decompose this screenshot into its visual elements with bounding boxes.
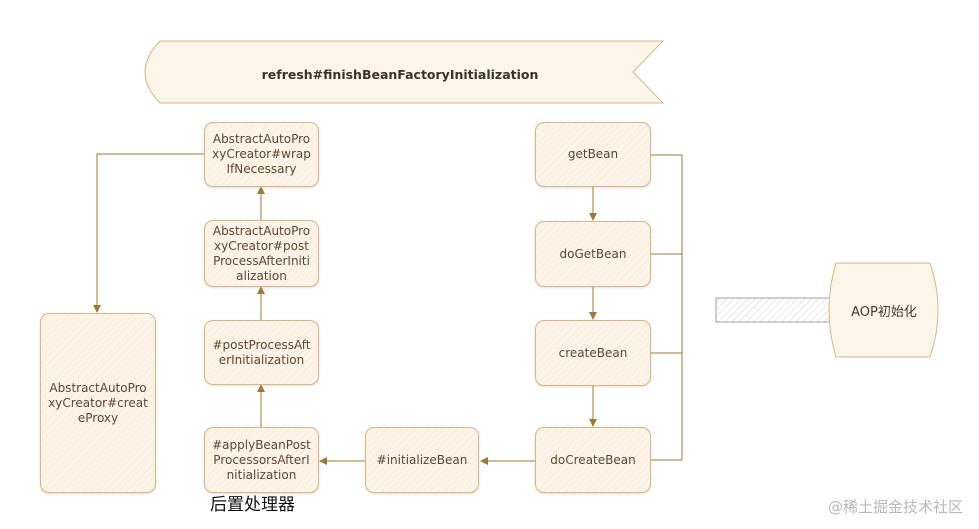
caption: 后置处理器 (210, 495, 295, 515)
wrapifnecessary-node: AbstractAutoProxyCreator#wrapIfNecessary (204, 122, 319, 187)
dogetbean-node: doGetBean (535, 221, 651, 287)
banner-shape (144, 40, 665, 104)
postprocess-after-init-node: #postProcessAfterInitialization (204, 320, 319, 385)
docreatebean-node: doCreateBean (535, 427, 651, 493)
aop-bar (715, 297, 831, 323)
aop-shape (828, 262, 939, 358)
createbean-node: createBean (535, 320, 651, 386)
initializebean-node: #initializeBean (365, 427, 479, 493)
chain-bracket (651, 154, 683, 461)
watermark: @稀土掘金技术社区 (827, 498, 963, 516)
aop-label: AOP初始化 (851, 304, 917, 320)
getbean-node: getBean (535, 122, 651, 187)
arrow-wrapifnecessary-to-createproxy (93, 153, 205, 313)
banner-title: refresh#finishBeanFactoryInitialization (261, 66, 539, 82)
createproxy-node: AbstractAutoProxyCreator#createProxy (40, 313, 156, 493)
abstract-postprocess-node: AbstractAutoProxyCreator#postProcessAfte… (204, 220, 319, 287)
apply-postprocessors-node: #applyBeanPostProcessorsAfterInitializat… (204, 427, 319, 493)
